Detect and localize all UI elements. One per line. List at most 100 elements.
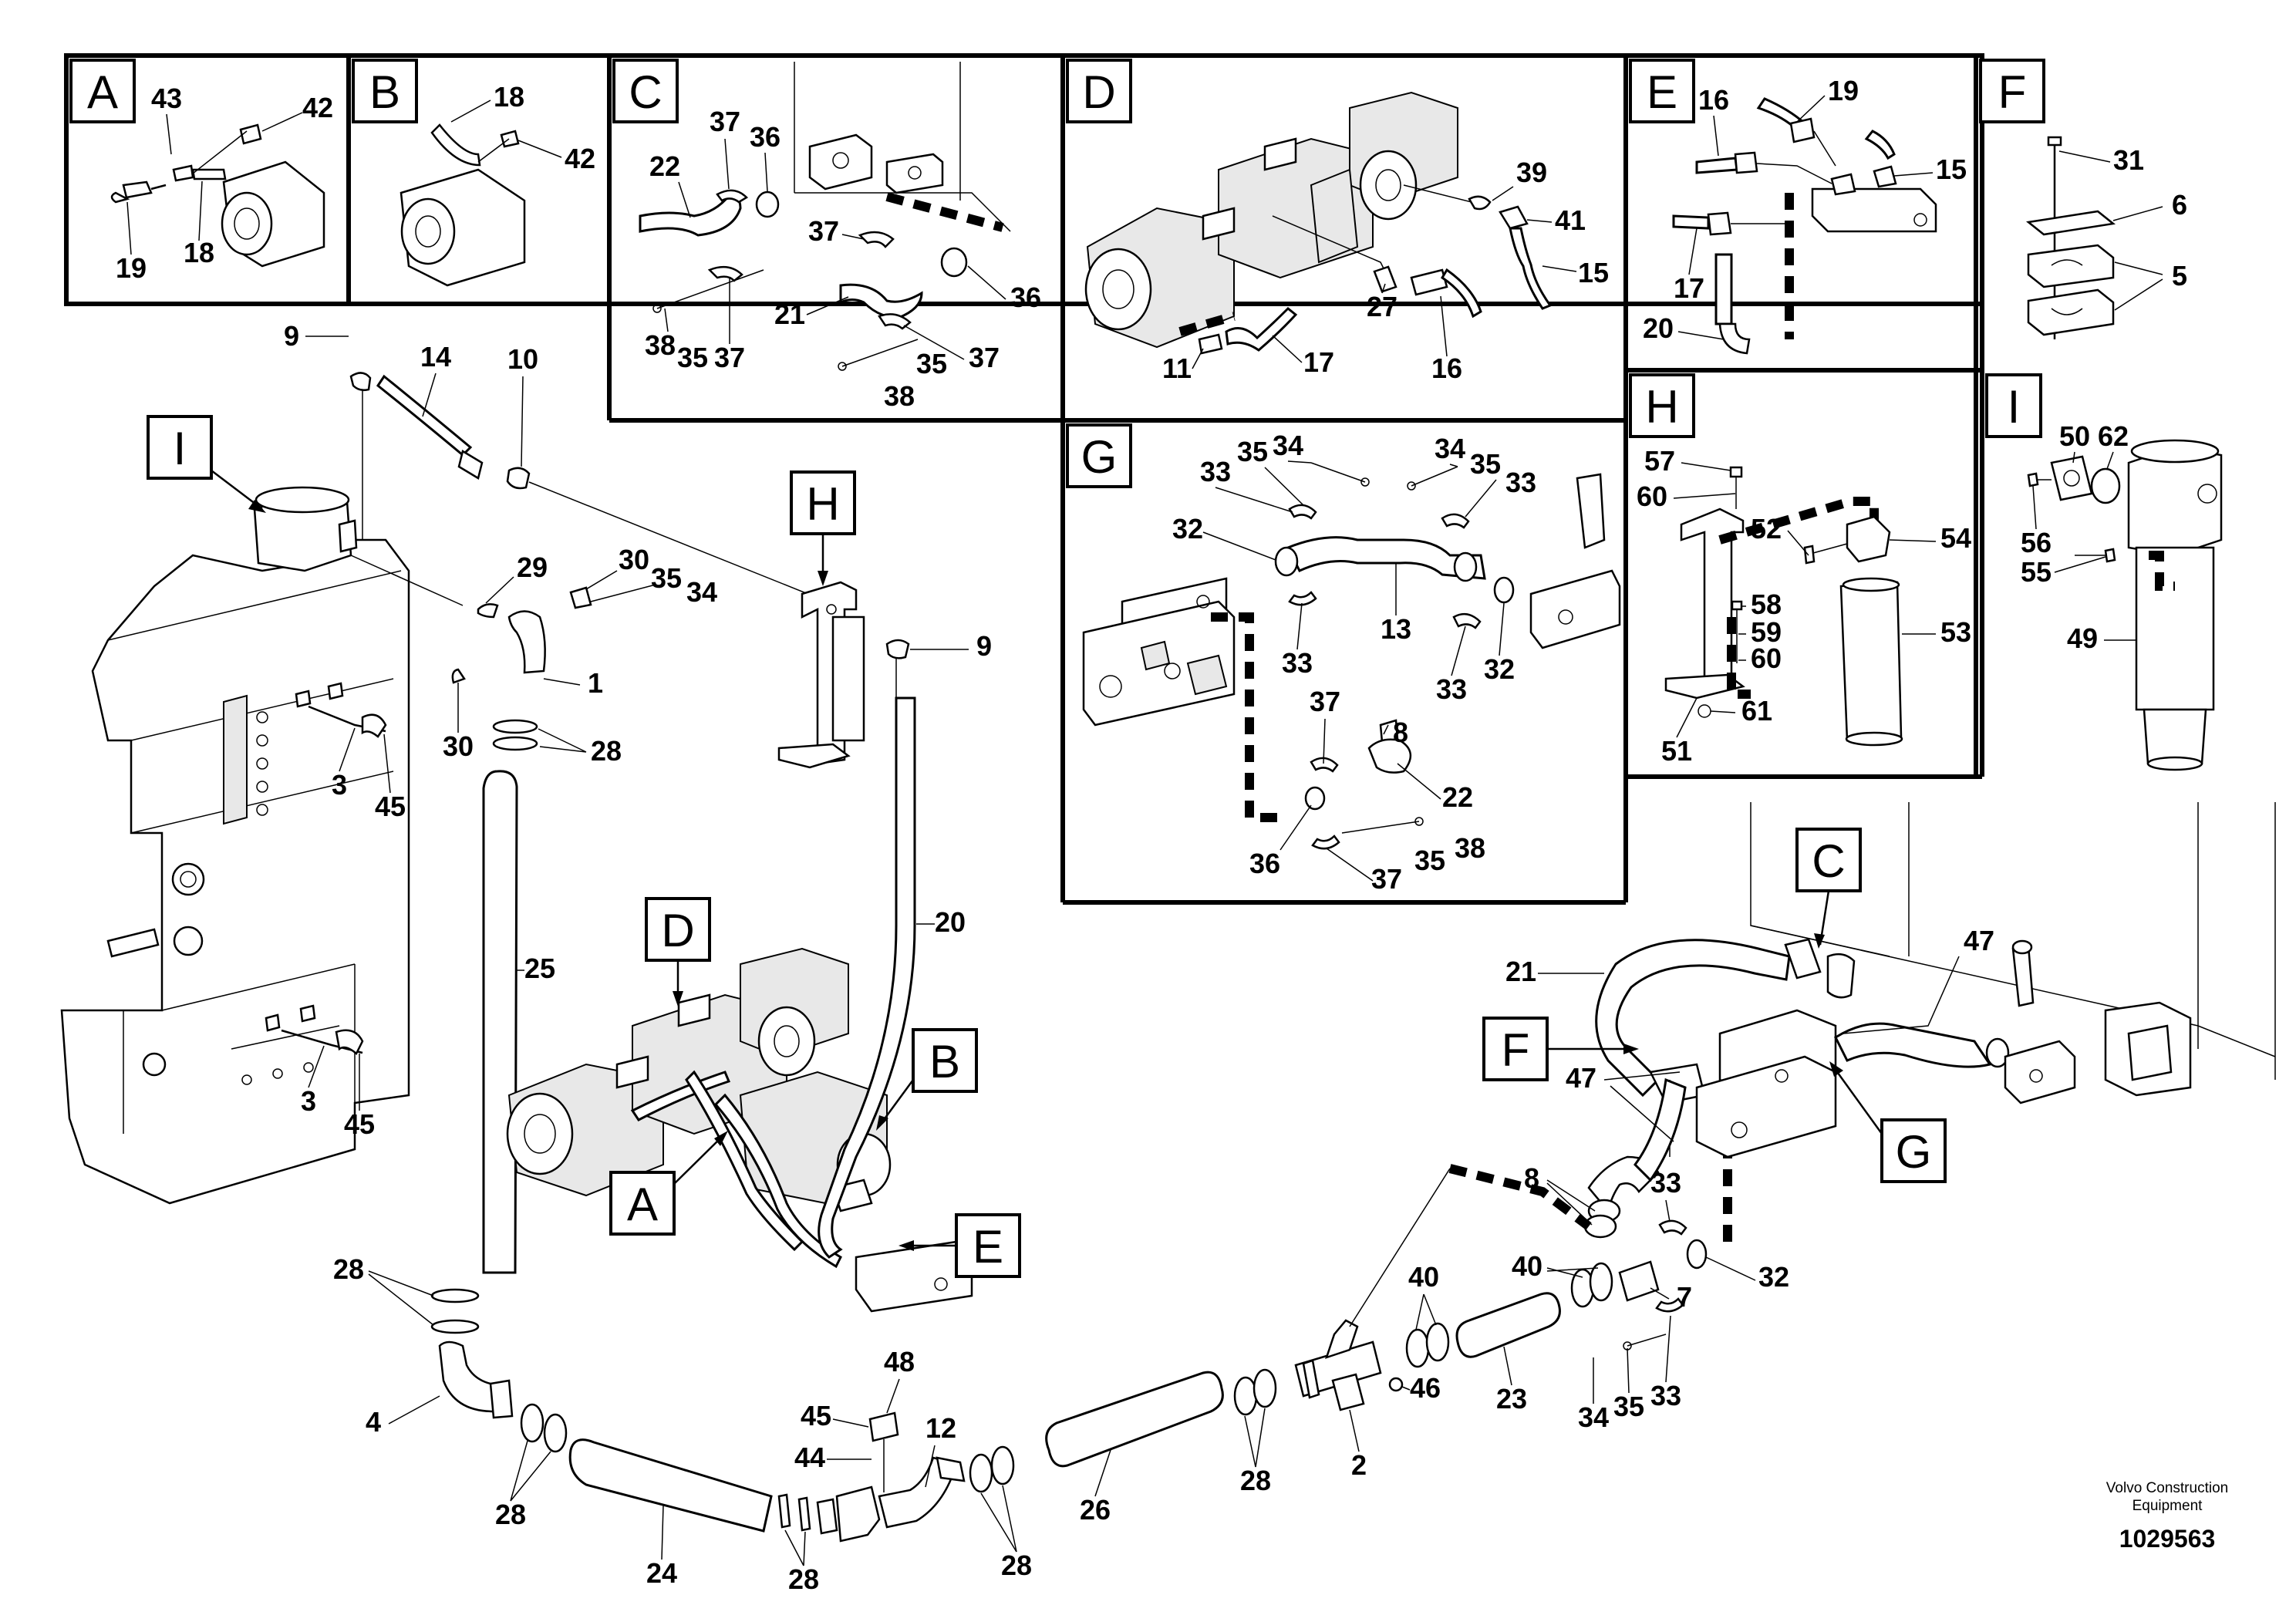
svg-text:61: 61 xyxy=(1741,695,1772,727)
svg-text:35: 35 xyxy=(677,342,708,373)
svg-text:I: I xyxy=(174,423,187,474)
svg-text:37: 37 xyxy=(969,342,1000,373)
svg-text:47: 47 xyxy=(1566,1062,1596,1094)
svg-text:33: 33 xyxy=(1650,1380,1681,1411)
svg-text:37: 37 xyxy=(714,342,745,373)
svg-text:62: 62 xyxy=(2098,420,2129,452)
svg-text:52: 52 xyxy=(1751,513,1782,545)
panel-h-label: H xyxy=(1629,373,1695,438)
svg-text:28: 28 xyxy=(495,1499,526,1530)
svg-text:50: 50 xyxy=(2059,420,2090,452)
marker-i: I xyxy=(147,415,266,513)
marker-g: G xyxy=(1829,1061,1947,1183)
svg-text:H: H xyxy=(806,478,839,530)
svg-text:29: 29 xyxy=(517,551,548,583)
detail-panels-frame xyxy=(64,53,1984,905)
svg-text:28: 28 xyxy=(591,735,622,767)
clamps-3-45 xyxy=(265,682,387,1055)
svg-text:49: 49 xyxy=(2067,622,2098,654)
svg-text:C: C xyxy=(1812,835,1845,887)
svg-text:28: 28 xyxy=(1001,1549,1032,1581)
svg-text:19: 19 xyxy=(116,252,147,284)
panel-e-label: E xyxy=(1629,59,1695,123)
svg-text:42: 42 xyxy=(565,143,595,174)
svg-text:34: 34 xyxy=(686,576,717,608)
svg-text:38: 38 xyxy=(645,329,676,361)
panel-d-label: D xyxy=(1066,59,1132,123)
svg-text:40: 40 xyxy=(1512,1250,1542,1282)
svg-text:59: 59 xyxy=(1751,616,1782,648)
company-name-line2: Equipment xyxy=(2132,1498,2203,1514)
svg-text:45: 45 xyxy=(344,1108,375,1140)
panel-e-drawing: 16 19 15 17 20 xyxy=(1643,75,1967,355)
svg-text:33: 33 xyxy=(1436,673,1467,705)
svg-text:55: 55 xyxy=(2021,556,2052,588)
svg-text:33: 33 xyxy=(1505,467,1536,498)
svg-text:1: 1 xyxy=(588,667,603,699)
marker-d: D xyxy=(645,897,711,1007)
svg-text:2: 2 xyxy=(1351,1449,1367,1481)
svg-text:24: 24 xyxy=(646,1557,677,1589)
svg-text:34: 34 xyxy=(1435,433,1465,464)
svg-text:33: 33 xyxy=(1650,1167,1681,1199)
panel-f-label: F xyxy=(1979,59,2045,123)
panel-g-label: G xyxy=(1066,423,1132,488)
svg-text:C: C xyxy=(629,66,662,118)
svg-text:35: 35 xyxy=(1237,436,1268,467)
panel-a-drawing: 43 42 19 18 xyxy=(110,83,333,284)
svg-text:3: 3 xyxy=(301,1085,316,1117)
svg-text:57: 57 xyxy=(1644,445,1675,477)
svg-text:34: 34 xyxy=(1578,1401,1609,1433)
svg-text:53: 53 xyxy=(1940,616,1971,648)
svg-text:5: 5 xyxy=(2172,260,2187,292)
svg-text:39: 39 xyxy=(1516,157,1547,188)
svg-text:11: 11 xyxy=(1162,352,1192,384)
svg-text:60: 60 xyxy=(1637,481,1667,512)
svg-text:17: 17 xyxy=(1674,272,1704,304)
svg-text:47: 47 xyxy=(1964,925,1994,956)
svg-text:E: E xyxy=(973,1221,1003,1273)
svg-text:38: 38 xyxy=(1455,832,1485,864)
svg-text:10: 10 xyxy=(507,343,538,375)
svg-text:28: 28 xyxy=(333,1253,364,1285)
svg-text:25: 25 xyxy=(524,953,555,984)
hose-24 xyxy=(520,1403,899,1543)
svg-text:D: D xyxy=(1082,66,1115,118)
company-name-line1: Volvo Construction xyxy=(2106,1480,2228,1496)
svg-text:H: H xyxy=(1645,381,1678,433)
svg-text:30: 30 xyxy=(619,544,649,575)
svg-text:44: 44 xyxy=(794,1442,825,1473)
svg-text:36: 36 xyxy=(1010,282,1041,313)
panel-b-label: B xyxy=(352,59,418,123)
panel-f-drawing: 31 6 5 xyxy=(2026,136,2187,339)
panel-i-drawing: 50 62 56 55 49 xyxy=(2021,420,2223,771)
svg-text:32: 32 xyxy=(1172,513,1203,545)
panel-d-drawing: 39 41 15 27 16 11 17 xyxy=(1084,91,1609,384)
pipe-12 xyxy=(878,1445,1015,1529)
svg-text:37: 37 xyxy=(808,215,839,247)
svg-text:36: 36 xyxy=(750,121,781,153)
main-callouts: 9 14 10 29 30 35 34 1 30 28 3 45 9 20 25… xyxy=(284,320,1994,1595)
svg-text:F: F xyxy=(1998,66,2027,118)
panel-h-drawing: 57 60 52 54 58 59 60 53 61 51 xyxy=(1637,445,1971,767)
svg-text:30: 30 xyxy=(443,730,474,762)
panel-a-label: A xyxy=(69,59,136,123)
svg-text:A: A xyxy=(627,1179,658,1230)
svg-text:17: 17 xyxy=(1303,346,1334,378)
svg-text:9: 9 xyxy=(976,630,992,662)
svg-text:A: A xyxy=(87,66,118,118)
svg-text:9: 9 xyxy=(284,320,299,352)
svg-text:B: B xyxy=(929,1036,960,1088)
svg-text:32: 32 xyxy=(1758,1261,1789,1293)
svg-text:G: G xyxy=(1081,431,1118,483)
svg-text:21: 21 xyxy=(1505,956,1536,987)
svg-text:42: 42 xyxy=(302,92,333,123)
svg-text:37: 37 xyxy=(710,106,740,137)
svg-text:54: 54 xyxy=(1940,522,1971,554)
svg-text:22: 22 xyxy=(649,150,680,182)
hydraulic-tank xyxy=(60,538,410,1205)
footer-branding: Volvo Construction Equipment 1029563 xyxy=(2106,1480,2228,1553)
svg-text:40: 40 xyxy=(1408,1261,1439,1293)
svg-text:46: 46 xyxy=(1410,1372,1441,1404)
right-assembly xyxy=(1595,802,2276,1182)
